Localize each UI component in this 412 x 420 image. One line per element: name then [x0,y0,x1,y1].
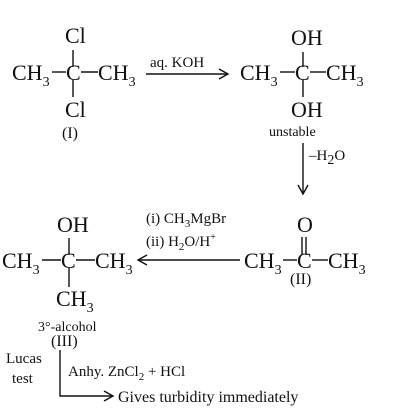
gem-diol-oh-top: OH [291,25,323,50]
compound-2-right-group: CH3 [328,248,366,278]
step-2-reagent: –H2O [308,148,345,168]
compound-1-cl-top: Cl [65,23,86,48]
lucas-label-line-2: test [12,371,34,387]
gem-diol-note: unstable [269,125,316,140]
compound-1-center-carbon: C [66,60,81,85]
step-3: (i) CH3MgBr (ii) H2O/H+ [136,211,240,266]
compound-3-right-group: CH3 [95,248,133,278]
step-3-reagent-line-1: (i) CH3MgBr [146,211,226,230]
compound-1-cl-bottom: Cl [65,97,86,122]
compound-1: Cl CH3 C CH3 Cl (I) [12,23,136,142]
compound-3-class-label: 3°-alcohol [38,320,97,335]
compound-1-left-group: CH3 [12,60,50,90]
compound-2: O CH3 C CH3 (II) [244,212,366,288]
step-2-arrow-head [297,184,309,196]
compound-3-left-group: CH3 [2,248,40,278]
gem-diol: OH CH3 C CH3 OH unstable [240,25,364,140]
step-1-arrow-head [218,68,230,80]
compound-1-label: (I) [62,125,78,142]
compound-3-bottom-group: CH3 [56,286,94,316]
lucas-arrow-path [59,350,112,397]
step-3-reagent-line-2: (ii) H2O/H+ [146,232,216,253]
compound-2-oxygen: O [297,212,313,237]
gem-diol-left-group: CH3 [240,60,278,90]
lucas-label-line-1: Lucas [6,351,42,367]
compound-2-center-carbon: C [297,248,312,273]
lucas-arrow-head [103,390,115,402]
step-1: aq. KOH [146,55,230,80]
compound-3-oh-top: OH [57,212,89,237]
gem-diol-right-group: CH3 [326,60,364,90]
step-2: –H2O [297,143,345,196]
gem-diol-oh-bottom: OH [291,97,323,122]
lucas-result: Gives turbidity immediately [118,389,298,406]
compound-2-label: (II) [290,271,311,288]
lucas-reagent: Anhy. ZnCl2 + HCl [68,364,185,383]
compound-3: OH CH3 C CH3 CH3 3°-alcohol (III) [2,212,133,350]
compound-1-right-group: CH3 [98,60,136,90]
compound-2-left-group: CH3 [244,248,282,278]
step-1-reagent: aq. KOH [150,55,204,71]
gem-diol-center-carbon: C [295,60,310,85]
compound-3-label: (III) [51,333,78,350]
compound-3-center-carbon: C [61,248,76,273]
lucas-test: Lucas test Anhy. ZnCl2 + HCl Gives turbi… [6,350,298,406]
step-3-arrow-head [136,254,148,266]
